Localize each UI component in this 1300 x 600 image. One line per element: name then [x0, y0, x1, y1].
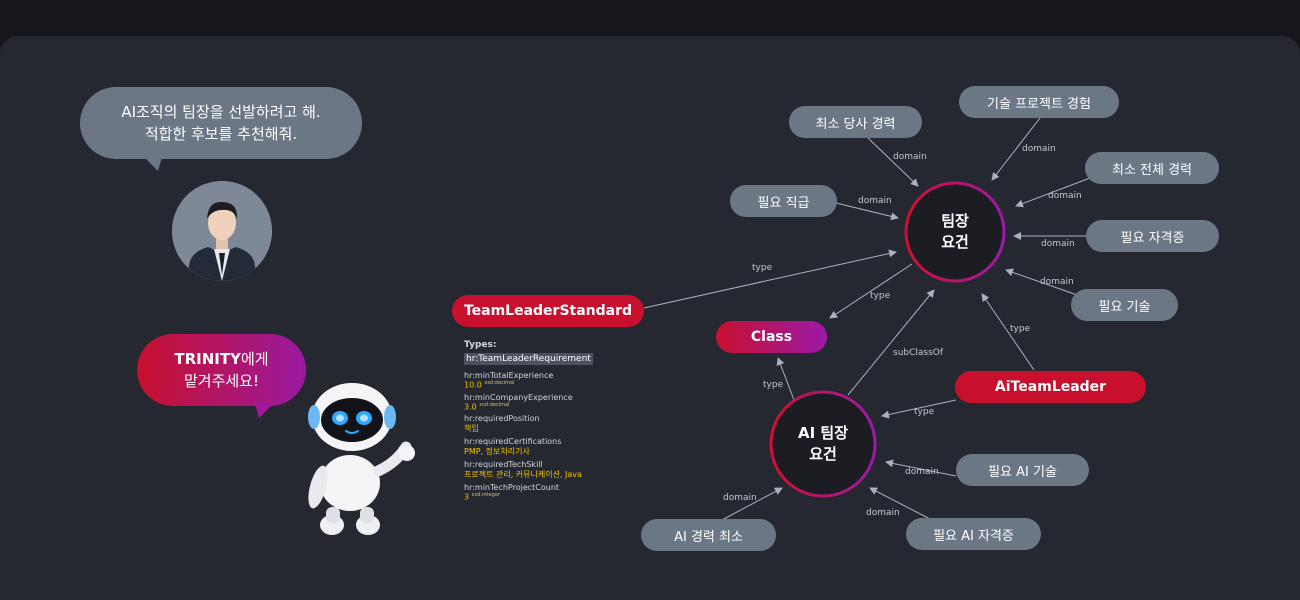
edge-min-company: [867, 137, 919, 187]
edge-req-position: [835, 202, 899, 221]
edge-label-domain: domain: [905, 467, 939, 477]
node-required-ai-tech: 필요 AI 기술: [956, 454, 1089, 486]
node-min-company-experience: 최소 당사 경력: [789, 106, 922, 138]
edge-label-type: type: [870, 291, 891, 301]
team-req-ring: [904, 181, 1006, 283]
property-name: hr:minCompanyExperience: [464, 392, 573, 402]
property-name: hr:minTotalExperience: [464, 371, 554, 380]
property-value: 3 xsd:integer: [464, 492, 500, 502]
edge-ai-tech: [885, 459, 957, 477]
edge-req-tech: [1005, 268, 1081, 297]
node-min-total-experience: 최소 전체 경력: [1085, 152, 1219, 184]
bot-message-line-1: TRINITY에게: [137, 348, 306, 370]
ai-req-label-2: 요건: [809, 445, 837, 463]
team-req-label-2: 요건: [941, 233, 969, 251]
property-value: PMP, 정보처리기사: [464, 447, 530, 457]
property-name: hr:requiredCertifications: [464, 437, 562, 447]
property-name: hr:requiredPosition: [464, 414, 540, 424]
node-required-certification: 필요 자격증: [1086, 220, 1219, 252]
edge-label-type: type: [752, 263, 773, 273]
edge-ai-to-class: [776, 357, 795, 401]
person-icon: [172, 181, 272, 281]
bubble-tail: [255, 404, 273, 418]
property-name: hr:minTechProjectCount: [464, 483, 560, 493]
edge-ai-exp: [721, 487, 783, 521]
user-avatar: [172, 181, 272, 281]
edge-tech-project: [991, 117, 1041, 181]
property-name: hr:requiredTechSkill: [464, 460, 543, 470]
property-value: 프로젝트 관리, 커뮤니케이션, Java: [464, 470, 582, 480]
ai-req-ring: [769, 390, 877, 498]
user-speech-bubble: AI조직의 팀장을 선발하려고 해. 적합한 후보를 추천해줘.: [80, 87, 362, 171]
brand-name: TRINITY: [174, 350, 241, 368]
edge-label-domain: domain: [1048, 191, 1082, 201]
types-highlight: hr:TeamLeaderRequirement: [464, 353, 593, 365]
user-message-line-2: 적합한 후보를 추천해줘.: [144, 125, 298, 143]
edge-team-to-class: [829, 263, 913, 319]
edge-label-domain: domain: [723, 493, 757, 503]
types-panel: Types: hr:TeamLeaderRequirement hr:minTo…: [464, 340, 664, 505]
bot-message-line-2: 맡겨주세요!: [183, 372, 259, 390]
node-required-ai-certification: 필요 AI 자격증: [906, 518, 1041, 550]
node-required-tech: 필요 기술: [1071, 289, 1178, 321]
edge-label-domain: domain: [1022, 144, 1056, 154]
edge-label-subclass: subClassOf: [893, 348, 944, 358]
edge-label-domain: domain: [893, 152, 927, 162]
property-value: 책임: [464, 424, 479, 434]
team-requirement-node: 팀장 요건: [906, 183, 1004, 281]
team-req-label-1: 팀장: [941, 212, 969, 230]
edge-min-total: [1015, 177, 1091, 208]
bubble-tail: [144, 157, 162, 171]
edge-aileader-to-team: [981, 293, 1035, 371]
ai-requirement-node: AI 팀장 요건: [771, 392, 875, 496]
property-value: 10.0 xsd:decimal: [464, 380, 515, 390]
edge-ai-subclass: [847, 289, 935, 396]
edge-label-domain: domain: [1041, 239, 1075, 249]
node-required-position: 필요 직급: [730, 185, 837, 217]
user-message-line-1: AI조직의 팀장을 선발하려고 해.: [121, 103, 321, 121]
edge-label-type: type: [914, 407, 935, 417]
edge-label-domain: domain: [866, 508, 900, 518]
robot-mascot-icon: [308, 383, 415, 535]
node-class: Class: [716, 321, 827, 353]
edge-label-type: type: [763, 380, 784, 390]
edge-label-type: type: [1010, 324, 1031, 334]
node-tech-project-experience: 기술 프로젝트 경험: [959, 86, 1119, 118]
edge-label-domain: domain: [1040, 277, 1074, 287]
edge-label-domain: domain: [858, 196, 892, 206]
bot-message-suffix: 에게: [240, 350, 269, 368]
node-ai-team-leader: AiTeamLeader: [955, 371, 1146, 403]
edge-aileader-to-ai: [881, 399, 957, 419]
edge-ai-cert: [869, 487, 933, 521]
property-value: 3.0 xsd:decimal: [464, 401, 510, 412]
ai-req-label-1: AI 팀장: [797, 424, 848, 442]
types-title: Types:: [464, 340, 497, 350]
node-team-leader-standard: TeamLeaderStandard: [452, 295, 644, 327]
edge-standard-to-team: [643, 249, 897, 309]
node-ai-experience-min: AI 경력 최소: [641, 519, 776, 551]
bot-speech-bubble: TRINITY에게 맡겨주세요!: [137, 334, 306, 418]
